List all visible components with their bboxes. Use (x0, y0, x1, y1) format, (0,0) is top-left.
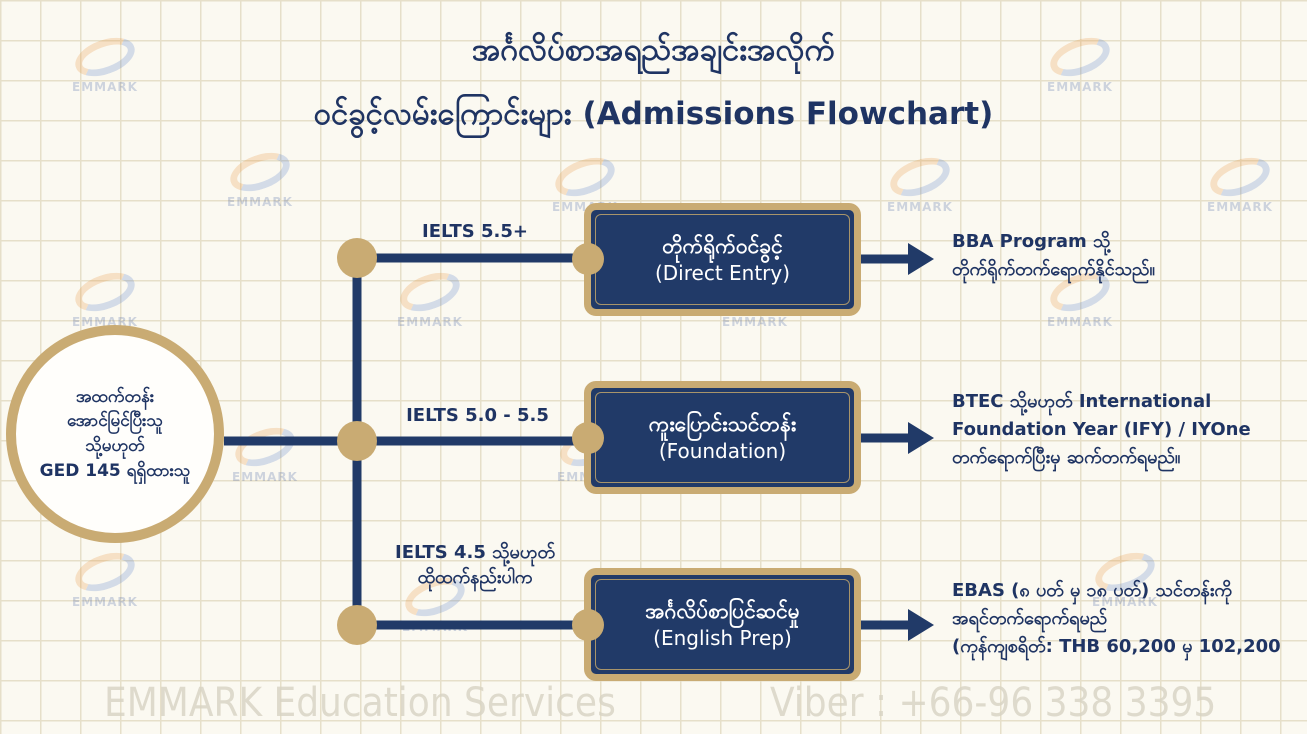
process-box-subtitle: (Direct Entry) (654, 261, 791, 286)
watermark-text: EMMARK (72, 595, 138, 609)
watermark-logo: EMMARK (1195, 150, 1285, 222)
box-input-dot-2 (572, 422, 604, 454)
result-text-1: BBA Program သို့ တိုက်ရိုက်တက်ရောက်နိုင်… (952, 231, 1155, 280)
arrow-head-3-icon (908, 609, 934, 641)
junction-node-2 (337, 421, 377, 461)
condition-label-2: IELTS 5.0 - 5.5 (406, 405, 549, 426)
process-box-subtitle: (Foundation) (658, 439, 787, 464)
watermark-logo: EMMARK (1035, 265, 1125, 337)
junction-node-3 (337, 605, 377, 645)
result-text-2: BTEC သို့မဟုတ် International Foundation … (952, 391, 1251, 468)
process-box-title: တိုက်ရိုက်ဝင်ခွင့် (662, 233, 783, 258)
watermark-logo: EMMARK (60, 545, 150, 617)
page-title-line-1: အင်္ဂလိပ်စာအရည်အချင်းအလိုက် (471, 32, 836, 68)
process-box-direct-entry: တိုက်ရိုက်ဝင်ခွင့် (Direct Entry) (584, 203, 861, 316)
watermark-text: EMMARK (72, 80, 138, 94)
watermark-text: EMMARK (722, 315, 788, 329)
watermark-logo: EMMARK (220, 420, 310, 492)
watermark-text: EMMARK (887, 200, 953, 214)
footer-company-name: EMMARK Education Services (104, 680, 616, 726)
watermark-text: EMMARK (227, 195, 293, 209)
watermark-logo: EMMARK (710, 265, 800, 337)
watermark-text: EMMARK (1047, 80, 1113, 94)
watermark-logo: EMMARK (385, 265, 475, 337)
process-box-foundation: ကူးပြောင်းသင်တန်း (Foundation) (584, 381, 861, 494)
watermark-logo: EMMARK (1080, 545, 1170, 617)
arrow-head-1-icon (908, 243, 934, 275)
process-box-title: အင်္ဂလိပ်စာပြင်ဆင်မှု (645, 598, 800, 623)
process-box-subtitle: (English Prep) (653, 626, 792, 651)
box-input-dot-1 (572, 243, 604, 275)
start-node-text: အထက်တန်း အောင်မြင်ပြီးသူ သို့မဟုတ် GED 1… (39, 386, 191, 481)
watermark-logo: EMMARK (215, 145, 305, 217)
start-node: အထက်တန်း အောင်မြင်ပြီးသူ သို့မဟုတ် GED 1… (6, 325, 224, 543)
box-input-dot-3 (572, 609, 604, 641)
condition-label-1: IELTS 5.5+ (422, 221, 528, 242)
arrow-head-2-icon (908, 422, 934, 454)
result-text-3: EBAS (၈ ပတ် မှ ၁၈ ပတ်) သင်တန်းကို အရင်တက… (952, 580, 1281, 657)
junction-node-1 (337, 238, 377, 278)
watermark-logo: EMMARK (60, 30, 150, 102)
watermark-text: EMMARK (232, 470, 298, 484)
page-title-line-2: ဝင်ခွင့်လမ်းကြောင်းများ (Admissions Flow… (313, 96, 994, 132)
footer-contact: Viber : +66-96 338 3395 (770, 680, 1217, 726)
watermark-text: EMMARK (1092, 595, 1158, 609)
process-box-title: ကူးပြောင်းသင်တန်း (648, 411, 797, 436)
condition-label-3: IELTS 4.5 သို့မဟုတ် ထိုထက်နည်းပါက (395, 542, 555, 589)
watermark-text: EMMARK (397, 315, 463, 329)
watermark-text: EMMARK (1207, 200, 1273, 214)
watermark-logo: EMMARK (1035, 30, 1125, 102)
watermark-text: EMMARK (1047, 315, 1113, 329)
watermark-logo: EMMARK (875, 150, 965, 222)
